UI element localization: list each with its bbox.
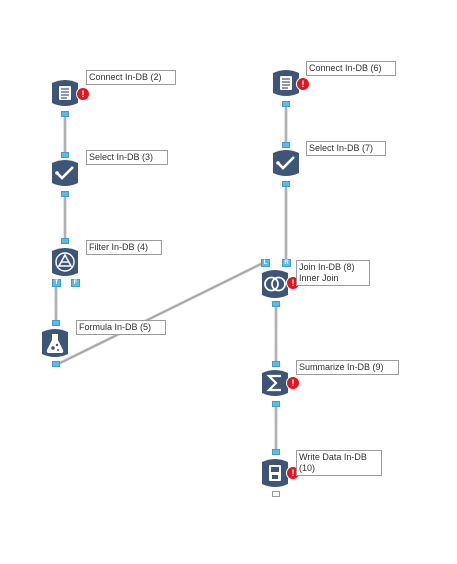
tool-label: Formula In-DB (5)	[76, 320, 166, 335]
tool-label: Connect In-DB (2)	[86, 70, 176, 85]
tool-write-data-indb-10[interactable]	[261, 457, 289, 487]
join-circles-icon	[262, 270, 288, 298]
tool-label: Connect In-DB (6)	[306, 61, 396, 76]
tool-label-line: Join In-DB (8)	[299, 262, 355, 272]
tool-select-indb-7[interactable]	[272, 148, 300, 176]
tool-label: Select In-DB (3)	[86, 150, 168, 165]
tool-label-line: Write Data In-DB	[299, 452, 367, 462]
tool-filter-indb-4[interactable]	[51, 246, 79, 276]
output-anchor[interactable]	[272, 301, 280, 307]
output-anchor[interactable]	[61, 191, 69, 197]
output-anchor[interactable]	[272, 491, 280, 497]
output-anchor[interactable]	[282, 101, 290, 107]
tool-label-line: Inner Join	[299, 273, 339, 283]
tool-label: Select In-DB (7)	[306, 141, 386, 156]
checkmark-select-icon	[273, 150, 299, 176]
filter-triangle-icon	[52, 248, 78, 276]
tool-label: Filter In-DB (4)	[86, 240, 162, 255]
input-anchor[interactable]	[61, 152, 69, 158]
database-list-icon	[273, 70, 299, 96]
tool-select-indb-3[interactable]	[51, 158, 79, 186]
sigma-summarize-icon	[262, 370, 288, 396]
true-anchor[interactable]: T	[52, 279, 61, 287]
false-anchor[interactable]: F	[71, 279, 80, 287]
tool-join-indb-8[interactable]	[261, 268, 289, 298]
input-anchor[interactable]	[272, 449, 280, 455]
tool-label-line: (10)	[299, 463, 316, 473]
database-list-icon	[52, 80, 78, 106]
output-anchor[interactable]	[272, 401, 280, 407]
tool-connect-indb-2[interactable]	[51, 78, 79, 106]
tool-label: Summarize In-DB (9)	[296, 360, 399, 375]
error-icon: !	[76, 87, 90, 101]
tool-label: Join In-DB (8) Inner Join	[296, 260, 370, 286]
output-anchor[interactable]	[61, 111, 69, 117]
output-anchor[interactable]	[52, 361, 60, 367]
input-anchor[interactable]	[52, 320, 60, 326]
right-anchor[interactable]: R	[282, 259, 291, 267]
input-anchor[interactable]	[61, 238, 69, 244]
tool-formula-indb-5[interactable]	[41, 327, 69, 357]
checkmark-select-icon	[52, 160, 78, 186]
left-anchor[interactable]: L	[261, 259, 270, 267]
tool-summarize-indb-9[interactable]	[261, 368, 289, 396]
error-icon: !	[296, 77, 310, 91]
tool-label: Write Data In-DB (10)	[296, 450, 382, 476]
tool-connect-indb-6[interactable]	[272, 68, 300, 96]
write-data-icon	[262, 459, 288, 487]
input-anchor[interactable]	[282, 142, 290, 148]
input-anchor[interactable]	[272, 361, 280, 367]
error-icon: !	[286, 376, 300, 390]
formula-flask-icon	[42, 329, 68, 357]
output-anchor[interactable]	[282, 181, 290, 187]
